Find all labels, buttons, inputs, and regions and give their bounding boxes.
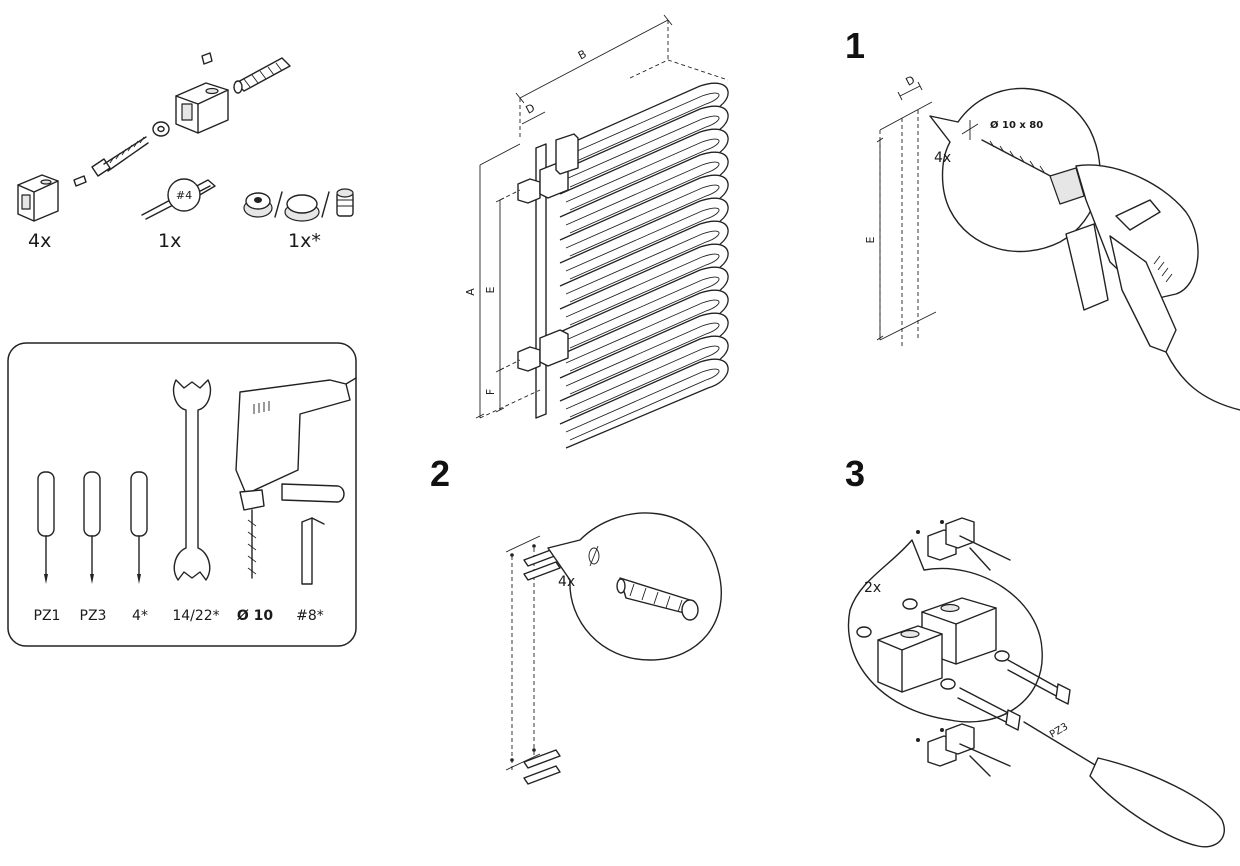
hex-key-tool-icon bbox=[301, 517, 325, 585]
step-1: 1 D E Ø 10 x 80 4x bbox=[845, 25, 1240, 411]
bracket-part bbox=[17, 174, 59, 222]
step-1-qty: 4x bbox=[934, 150, 951, 166]
valve-cap-2 bbox=[284, 194, 320, 222]
parts-group: #4 4x 1x 1x* bbox=[17, 52, 354, 252]
tool-label-pz1: PZ1 bbox=[34, 608, 61, 624]
dimension-d: D bbox=[524, 101, 538, 116]
radiator-coil-inner bbox=[565, 299, 720, 372]
dimension-f: F bbox=[484, 389, 497, 395]
step-3-brackets-bottom bbox=[916, 723, 1011, 777]
radiator-bracket-bottom bbox=[517, 329, 569, 372]
drill-icon bbox=[235, 377, 357, 579]
radiator-coil-inner bbox=[565, 230, 720, 303]
radiator-coil-inner bbox=[565, 138, 720, 211]
step-3-brackets-top bbox=[916, 517, 1011, 571]
long-screw-part bbox=[91, 136, 149, 177]
tool-label-hexkey: #8* bbox=[296, 608, 324, 624]
step-3-screwdriver-label: PZ3 bbox=[1048, 721, 1070, 740]
tool-label-drill: Ø 10 bbox=[237, 608, 274, 624]
step-3-qty: 2x bbox=[864, 580, 881, 596]
step-3-number: 3 bbox=[845, 453, 865, 494]
step-2-qty: 4x bbox=[558, 574, 575, 590]
screwdriver-4 bbox=[130, 471, 148, 584]
radiator-drawing: B D A E F bbox=[464, 14, 729, 449]
grub-screw-part bbox=[73, 175, 87, 187]
qty-brackets: 4x bbox=[28, 230, 51, 252]
radiator-coil-inner bbox=[565, 322, 720, 395]
radiator-coil-inner bbox=[565, 184, 720, 257]
spanner-icon bbox=[172, 379, 212, 581]
step-1-dim-e: E bbox=[864, 236, 877, 243]
step-2: 2 4x bbox=[430, 453, 722, 785]
radiator-coils bbox=[559, 82, 729, 449]
step-2-number: 2 bbox=[430, 453, 450, 494]
washer-part bbox=[152, 121, 170, 137]
tool-label-4: 4* bbox=[132, 608, 148, 624]
radiator-coil-inner bbox=[565, 345, 720, 418]
step-3: 3 2x bbox=[845, 453, 1225, 848]
step-1-number: 1 bbox=[845, 25, 865, 66]
radiator-coil-inner bbox=[565, 207, 720, 280]
valve-cap-3 bbox=[336, 188, 354, 217]
top-grub-part bbox=[201, 52, 213, 65]
tools-panel: PZ1 PZ3 4* 14/22* Ø 10 #8* bbox=[7, 342, 357, 647]
radiator-coil-inner bbox=[565, 161, 720, 234]
tool-label-spanner: 14/22* bbox=[172, 608, 219, 624]
large-bracket-part bbox=[175, 82, 229, 134]
dimension-e: E bbox=[484, 286, 497, 293]
radiator-coil-inner bbox=[565, 368, 720, 441]
tool-label-pz3: PZ3 bbox=[80, 608, 107, 624]
step-1-dim-d: D bbox=[904, 73, 918, 88]
screwdriver-pz1 bbox=[37, 471, 55, 584]
step-1-drill-size: Ø 10 x 80 bbox=[990, 119, 1043, 131]
wall-plug-part bbox=[233, 57, 291, 94]
dimension-a: A bbox=[464, 288, 477, 296]
screwdriver-pz3 bbox=[83, 471, 101, 584]
valve-options bbox=[243, 188, 354, 222]
radiator-coil-inner bbox=[565, 276, 720, 349]
dimension-b: B bbox=[576, 47, 589, 62]
step-3-screwdriver: PZ3 bbox=[1023, 721, 1225, 848]
valve-cap-1 bbox=[243, 192, 273, 218]
hex-key-part: #4 bbox=[141, 178, 216, 220]
step-2-plug-closeup bbox=[616, 577, 699, 621]
qty-key: 1x bbox=[158, 230, 181, 252]
radiator-coil-inner bbox=[565, 253, 720, 326]
hex-key-size: #4 bbox=[176, 189, 192, 202]
qty-valves: 1x* bbox=[288, 230, 321, 252]
step-3-bracket-closeup bbox=[856, 597, 1071, 731]
radiator-coil-inner bbox=[565, 92, 720, 165]
step-1-drill bbox=[1049, 164, 1240, 411]
step-2-plugs-bottom bbox=[510, 748, 561, 785]
radiator-coil-inner bbox=[565, 115, 720, 188]
